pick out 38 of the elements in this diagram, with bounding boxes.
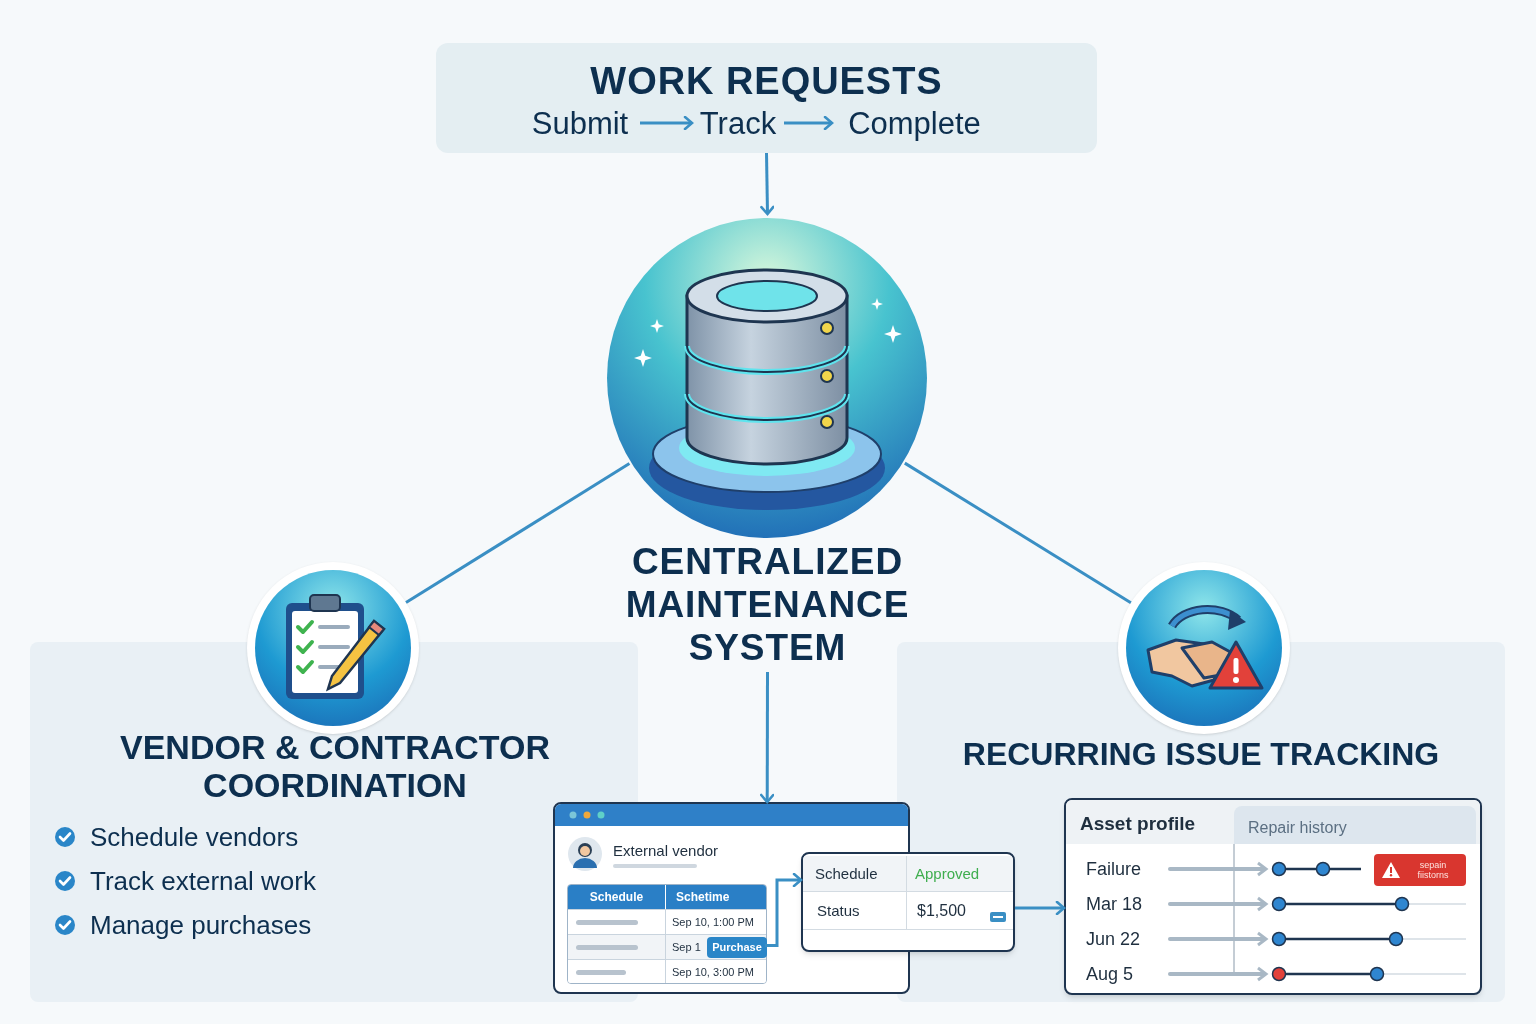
panel-title: VENDOR & CONTRACTOR COORDINATION [118, 728, 551, 804]
arrow [784, 115, 834, 131]
step-label: Submit [520, 104, 640, 142]
step-label: Complete [832, 104, 997, 142]
table-cell-text: $1,500 [916, 901, 966, 921]
box-title: WORK REQUESTS [589, 59, 944, 104]
checklist-item: Track external work [90, 866, 316, 896]
system-title: CENTRALIZED MAINTENANCE SYSTEM [624, 540, 911, 669]
table-cell-text: Sep 10, 3:00 PM [672, 964, 754, 980]
badge-text: sepain fiistorns [1416, 860, 1450, 880]
row-label: Failure [1086, 858, 1142, 880]
arrow [760, 152, 775, 216]
status-card [801, 852, 1015, 952]
table-cell: Status [803, 892, 907, 929]
asset-profile-card [1064, 798, 1482, 995]
table-cell-text: Sep 10, 1:00 PM [672, 914, 754, 930]
checklist-item: Manage purchases [90, 910, 312, 940]
arrow [765, 872, 803, 947]
row-label: Jun 22 [1086, 928, 1141, 950]
tab-label: Repair history [1248, 818, 1347, 838]
table-cell-text: Sep 1 [672, 939, 701, 955]
row-label: Aug 5 [1086, 963, 1134, 985]
purchase-badge: Purchase [707, 937, 767, 958]
arrow [759, 672, 775, 804]
connector-line [904, 461, 1132, 605]
panel-title: RECURRING ISSUE TRACKING [961, 735, 1441, 774]
arrow [1015, 900, 1066, 916]
process-box [436, 43, 1097, 153]
checklist-item: Schedule vendors [90, 822, 299, 852]
step-label: Track [692, 104, 784, 142]
vendor-name: External vendor [613, 841, 719, 861]
table-cell: Schedule [803, 856, 907, 891]
header-title: Asset profile [1080, 812, 1196, 836]
arrow [640, 115, 694, 131]
status-value: Approved [914, 864, 981, 884]
connector-line [405, 462, 631, 604]
row-label: Mar 18 [1086, 893, 1143, 915]
table-header: Schetime [675, 889, 731, 906]
